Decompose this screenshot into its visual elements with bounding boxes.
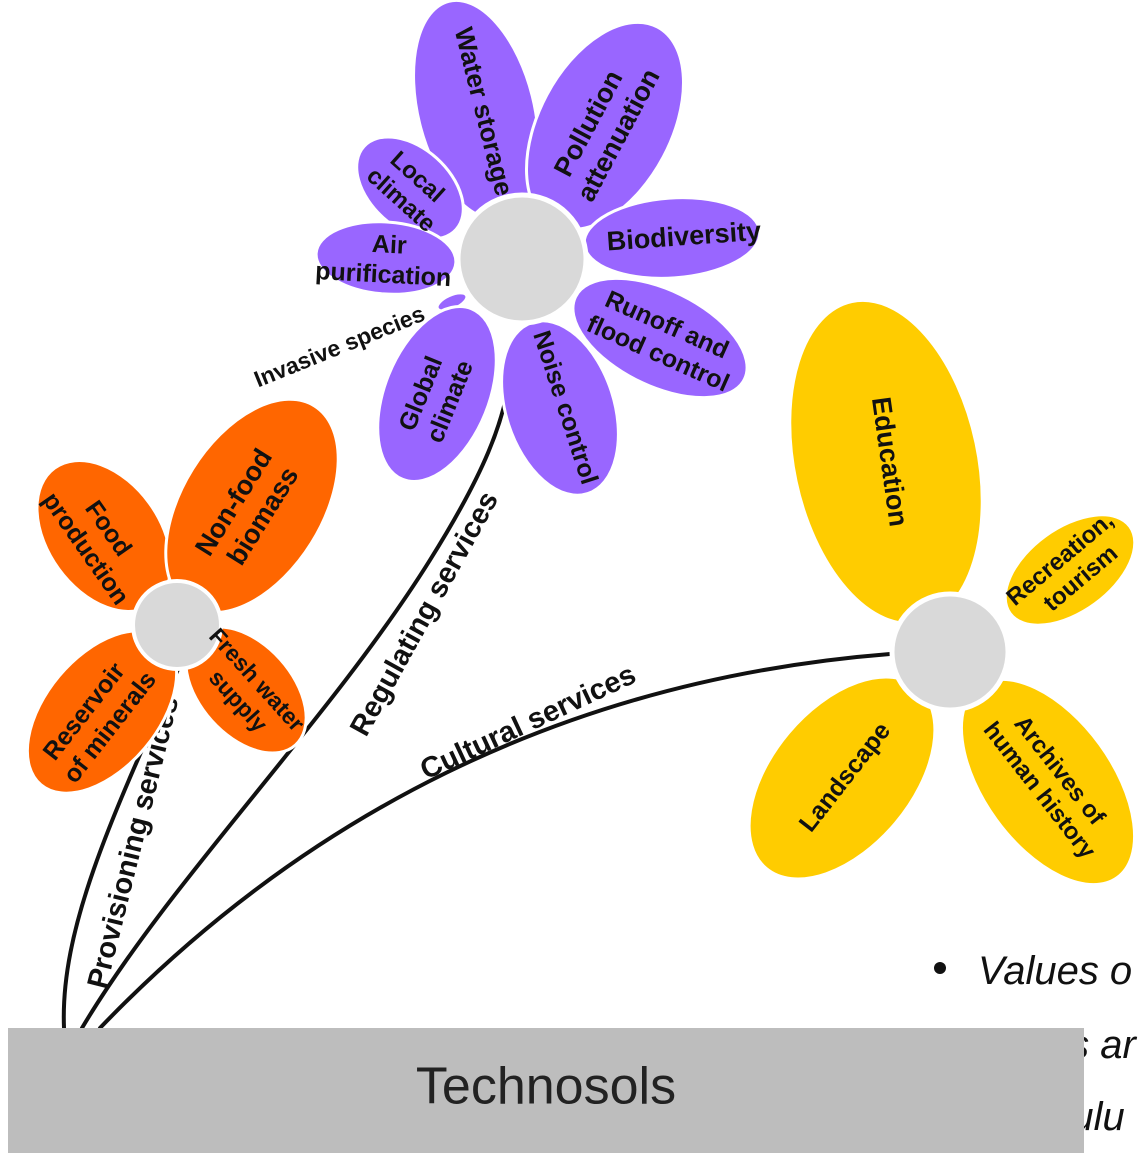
regulating-flower	[314, 0, 762, 497]
technosols-label: Technosols	[416, 1058, 676, 1116]
regulating-stem	[80, 356, 514, 1030]
bullet-item-1: Values o	[978, 949, 1132, 993]
cultural-flower-center	[889, 591, 1011, 713]
cultural-services-label: Cultural services	[415, 659, 640, 787]
cultural-flower	[747, 298, 1137, 887]
technosols-bar: Technosols	[8, 1028, 1084, 1153]
regulating-flower-center	[455, 192, 589, 326]
cultural-stem	[98, 652, 892, 1030]
regulating-services-label: Regulating services	[344, 486, 505, 741]
local-climate-petal	[355, 135, 465, 241]
soil-rectangle	[8, 1028, 1084, 1153]
provisioning-flower-center	[131, 579, 223, 671]
bullet-dot	[934, 962, 946, 974]
recreation-tourism-petal	[1003, 513, 1137, 627]
stems	[61, 356, 892, 1030]
global-climate-petal	[376, 305, 498, 483]
provisioning-flower	[25, 397, 340, 795]
